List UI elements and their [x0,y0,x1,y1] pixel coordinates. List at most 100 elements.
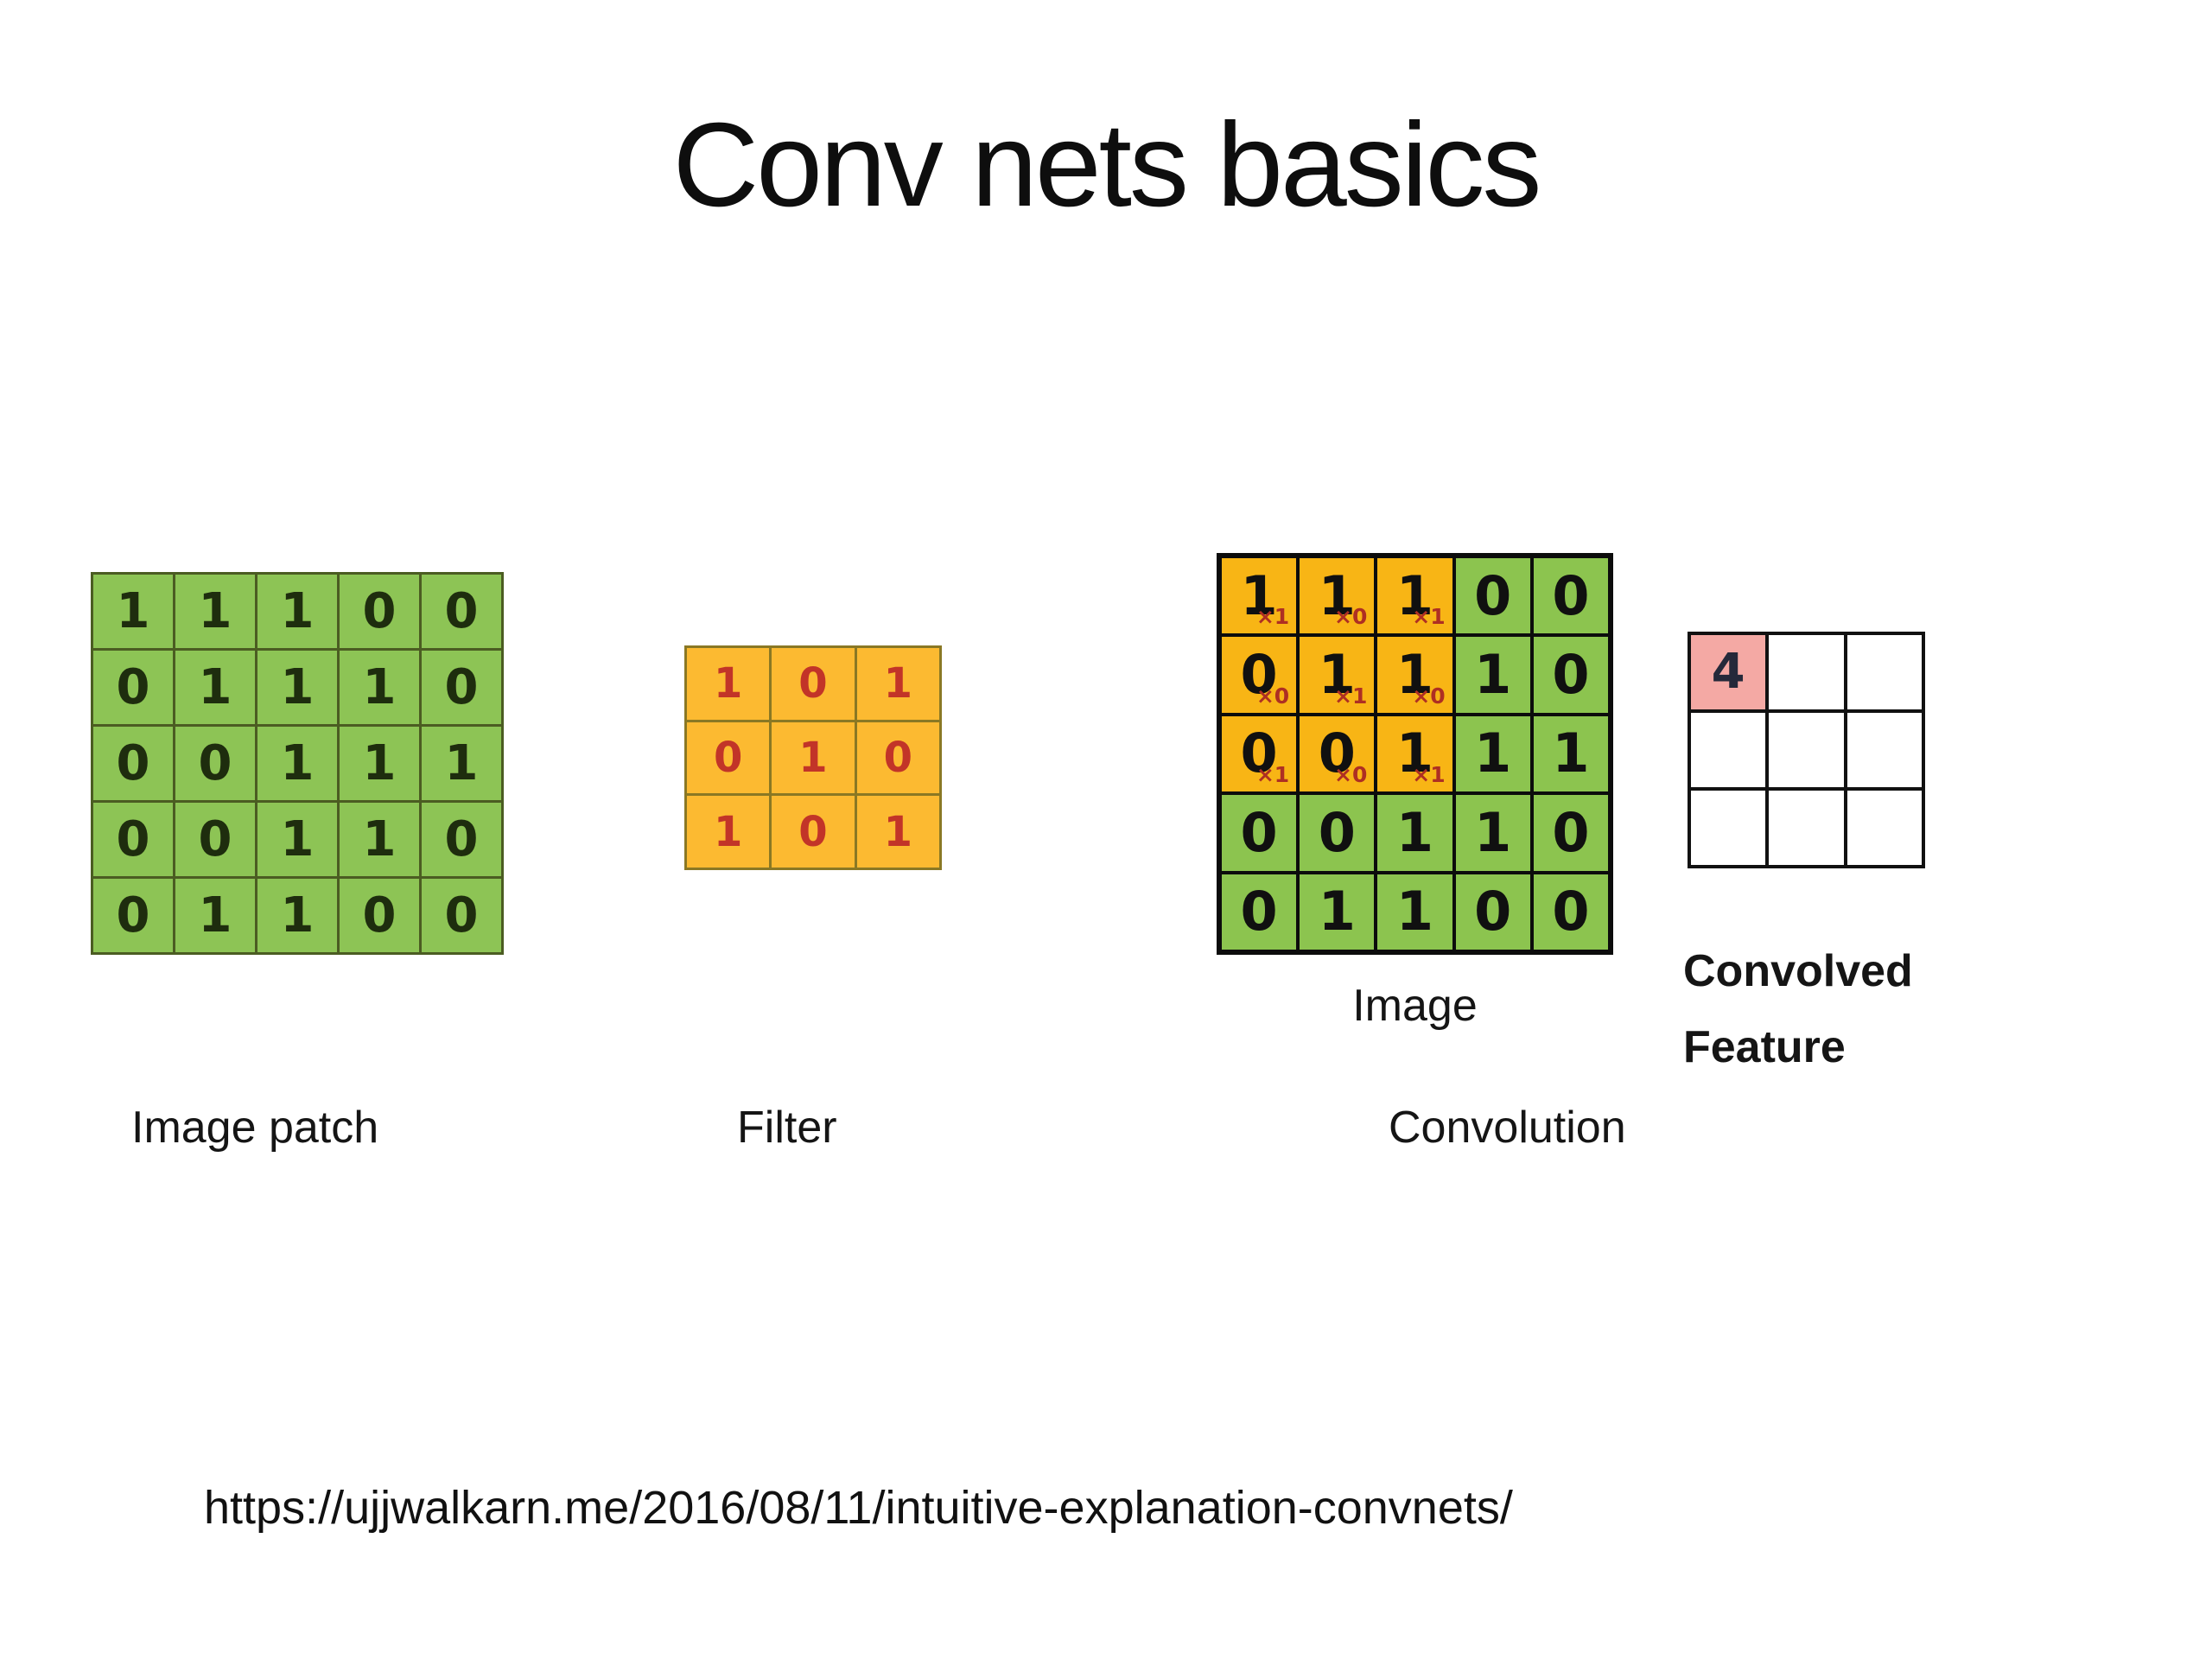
image-patch-grid-cell: 0 [93,879,173,952]
image-patch-grid-cell: 0 [93,727,173,800]
image-patch-grid-cell: 0 [93,651,173,724]
cell-value: 1 [280,734,315,791]
cell-value: 1 [280,582,315,639]
convolution-image-grid-cell: 1 [1533,715,1608,792]
cell-value: 0 [444,658,479,715]
convolution-image-grid-cell: 1×0 [1377,637,1452,713]
image-patch-grid-cell: 0 [93,803,173,876]
image-patch-grid-cell: 1 [175,651,255,724]
convolution-image-grid-cell: 1 [1455,637,1530,713]
cell-value: 0 [883,733,913,782]
cell-value: 1 [883,659,913,709]
cell-value: 0 [116,887,150,944]
cell-value: 0 [713,733,743,782]
image-patch-grid-cell: 1 [257,803,337,876]
filter-grid-cell: 0 [772,796,855,868]
cell-value: 1 [1318,563,1356,627]
convolution-image-grid-cell: 1×1 [1300,637,1375,713]
filter-grid-cell: 1 [856,648,939,720]
filter-multiplier-subscript: ×0 [1412,683,1446,709]
convolved-feature-label-line1: Convolved [1683,946,1913,996]
cell-value: 0 [1318,800,1356,864]
convolution-image-grid-cell: 0×1 [1222,715,1297,792]
filter-multiplier-subscript: ×0 [1334,604,1368,630]
convolved-feature-grid-cell [1847,791,1922,865]
convolution-image-grid-cell: 1×1 [1222,558,1297,634]
convolution-image-grid-cell: 1 [1300,874,1375,950]
cell-value: 1 [1474,800,1512,864]
convolution-label: Convolution [1389,1103,1626,1153]
filter-multiplier-subscript: ×1 [1412,604,1446,630]
convolution-image-grid-cell: 0×0 [1300,715,1375,792]
image-patch-grid-cell: 1 [257,575,337,648]
cell-value: 0 [116,734,150,791]
cell-value: 1 [198,887,232,944]
cell-value: 1 [1395,563,1434,627]
cell-value: 0 [444,582,479,639]
cell-value: 0 [1318,721,1356,785]
cell-value: 0 [1552,563,1590,627]
cell-value: 1 [280,658,315,715]
convolved-feature-grid-cell: 4 [1691,635,1766,709]
cell-value: 1 [1395,643,1434,707]
cell-value: 1 [280,887,315,944]
slide-title: Conv nets basics [672,99,1542,232]
filter-label: Filter [737,1103,837,1153]
convolution-image-grid-cell: 1 [1377,874,1452,950]
image-label: Image [1352,981,1478,1031]
convolved-feature-grid-cell [1769,635,1844,709]
cell-value: 1 [198,582,232,639]
cell-value: 0 [798,659,828,709]
image-patch-grid-cell: 0 [422,651,501,724]
convolution-image-grid-cell: 0 [1455,874,1530,950]
cell-value: 0 [1240,721,1278,785]
convolved-feature-grid-cell [1769,713,1844,787]
cell-value: 0 [1240,880,1278,944]
filter-multiplier-subscript: ×1 [1412,762,1446,788]
cell-value: 0 [198,810,232,868]
convolved-feature-grid-cell [1769,791,1844,865]
image-patch-grid-cell: 1 [422,727,501,800]
cell-value: 0 [444,887,479,944]
filter-grid-cell: 1 [687,796,770,868]
convolved-feature-grid-cell [1847,635,1922,709]
cell-value: 1 [1474,721,1512,785]
filter-multiplier-subscript: ×1 [1255,604,1290,630]
convolution-image-grid-cell: 0 [1222,795,1297,871]
filter-multiplier-subscript: ×1 [1334,683,1368,709]
convolved-feature-grid: 4 [1688,632,1925,868]
cell-value: 0 [198,734,232,791]
convolved-feature-grid-cell [1847,713,1922,787]
cell-value: 1 [1318,880,1356,944]
convolution-image-grid-cell: 0 [1533,637,1608,713]
filter-grid-cell: 1 [772,721,855,794]
cell-value: 1 [1552,721,1590,785]
convolution-image-grid-cell: 1×1 [1377,558,1452,634]
cell-value: 0 [1552,643,1590,707]
convolved-feature-grid-cell [1691,791,1766,865]
image-patch-grid-cell: 0 [422,575,501,648]
convolution-image-grid-cell: 1×1 [1377,715,1452,792]
image-patch-grid-cell: 1 [93,575,173,648]
filter-multiplier-subscript: ×0 [1255,683,1290,709]
filter-grid-cell: 0 [856,721,939,794]
cell-value: 1 [1395,721,1434,785]
image-patch-grid-cell: 1 [257,727,337,800]
cell-value: 0 [1474,563,1512,627]
cell-value: 0 [1552,880,1590,944]
cell-value: 1 [444,734,479,791]
convolved-feature-label: Convolved Feature [1683,933,1913,1085]
cell-value: 0 [1474,880,1512,944]
cell-value: 1 [116,582,150,639]
image-patch-grid-cell: 1 [340,651,419,724]
image-patch-grid-cell: 1 [340,803,419,876]
filter-grid-cell: 1 [856,796,939,868]
convolved-feature-label-line2: Feature [1683,1022,1846,1072]
filter-grid-cell: 0 [772,648,855,720]
cell-value: 1 [198,658,232,715]
convolution-image-grid-cell: 0 [1222,874,1297,950]
image-patch-grid-cell: 0 [175,727,255,800]
